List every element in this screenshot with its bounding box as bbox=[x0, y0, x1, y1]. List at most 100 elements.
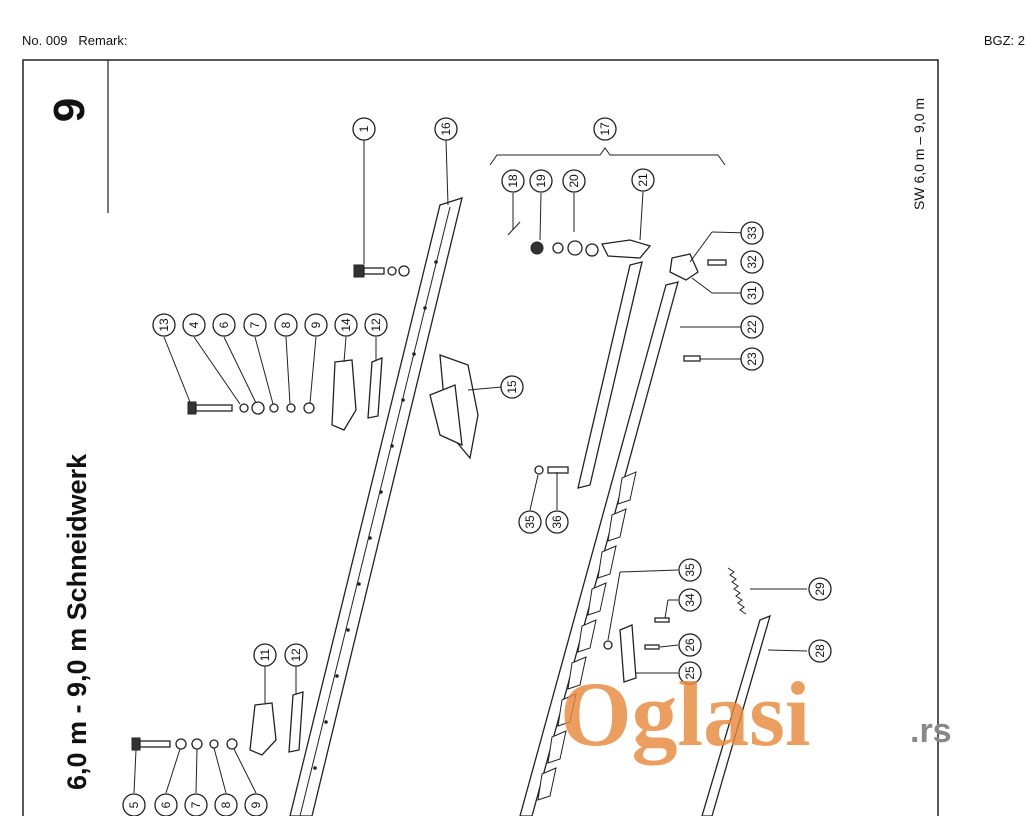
callout-31: 31 bbox=[740, 281, 764, 305]
knife-guard-lower bbox=[429, 384, 463, 447]
callout-36: 36 bbox=[545, 510, 569, 534]
callout-5: 5 bbox=[122, 793, 146, 816]
callout-number: 22 bbox=[745, 320, 759, 334]
callout-8: 8 bbox=[274, 313, 298, 337]
callout-number: 8 bbox=[219, 801, 233, 808]
bolt-head bbox=[353, 264, 365, 278]
callout-11: 11 bbox=[253, 643, 277, 667]
callout-number: 28 bbox=[813, 644, 827, 658]
page-title: 6,0 m - 9,0 m Schneidwerk bbox=[62, 453, 92, 790]
callout-22: 22 bbox=[740, 315, 764, 339]
bolt-shank bbox=[195, 404, 233, 412]
page-number: 9 bbox=[45, 98, 94, 122]
callout-18: 18 bbox=[501, 169, 525, 193]
callout-number: 16 bbox=[439, 122, 453, 136]
header-bgz: BGZ: 2 bbox=[983, 33, 1025, 48]
bolt-shank bbox=[139, 740, 171, 748]
callout-19: 19 bbox=[529, 169, 553, 193]
callout-number: 9 bbox=[249, 801, 263, 808]
group-bracket bbox=[489, 147, 726, 166]
callout-14: 14 bbox=[334, 313, 358, 337]
callout-16: 16 bbox=[434, 117, 458, 141]
knife-sections bbox=[537, 471, 637, 801]
callout-23: 23 bbox=[740, 347, 764, 371]
callout-number: 35 bbox=[683, 563, 697, 577]
watermark-brand: Oglasi bbox=[560, 663, 810, 765]
leader-lines bbox=[133, 139, 808, 794]
callout-number: 7 bbox=[248, 321, 262, 328]
callout-number: 13 bbox=[157, 318, 171, 332]
callout-number: 15 bbox=[505, 380, 519, 394]
pitman-bar bbox=[577, 261, 643, 489]
wear-plate-lower bbox=[288, 691, 304, 753]
callout-8: 8 bbox=[214, 793, 238, 816]
callout-29: 29 bbox=[808, 577, 832, 601]
callout-13: 13 bbox=[152, 313, 176, 337]
callout-number: 18 bbox=[506, 174, 520, 188]
callout-number: 6 bbox=[217, 321, 231, 328]
callout-21: 21 bbox=[631, 168, 655, 192]
callout-number: 31 bbox=[745, 286, 759, 300]
callout-33: 33 bbox=[740, 221, 764, 245]
callout-number: 9 bbox=[309, 321, 323, 328]
callout-15: 15 bbox=[500, 375, 524, 399]
callout-number: 6 bbox=[159, 801, 173, 808]
callout-number: 14 bbox=[339, 318, 353, 332]
clamp-plate bbox=[331, 359, 357, 431]
callout-number: 34 bbox=[683, 593, 697, 607]
callout-number: 21 bbox=[636, 173, 650, 187]
side-label: SW 6,0 m – 9,0 m bbox=[911, 98, 927, 210]
cutter-bar-edge bbox=[299, 206, 451, 816]
bolt-shank bbox=[363, 267, 385, 275]
callout-number: 29 bbox=[813, 582, 827, 596]
bushing-2 bbox=[585, 243, 599, 257]
callout-number: 12 bbox=[289, 648, 303, 662]
knife-back-bar bbox=[519, 281, 679, 816]
bolt-36 bbox=[547, 466, 569, 474]
callout-7: 7 bbox=[243, 313, 267, 337]
callout-34: 34 bbox=[678, 588, 702, 612]
callout-7: 7 bbox=[184, 793, 208, 816]
callout-number: 19 bbox=[534, 174, 548, 188]
callout-number: 5 bbox=[127, 801, 141, 808]
callout-number: 23 bbox=[745, 352, 759, 366]
cutter-bar-holes bbox=[313, 260, 438, 770]
callout-number: 32 bbox=[745, 255, 759, 269]
knife-section-25 bbox=[619, 624, 637, 683]
clamp-plate-lower bbox=[249, 702, 277, 756]
spring bbox=[727, 567, 747, 615]
callout-32: 32 bbox=[740, 250, 764, 274]
castle-nut bbox=[530, 241, 544, 255]
callout-number: 4 bbox=[187, 321, 201, 328]
guide-bar bbox=[701, 614, 771, 816]
wear-plate bbox=[367, 357, 383, 419]
callout-number: 25 bbox=[683, 666, 697, 680]
callout-9: 9 bbox=[304, 313, 328, 337]
callout-28: 28 bbox=[808, 639, 832, 663]
callout-26: 26 bbox=[678, 633, 702, 657]
callout-number: 35 bbox=[523, 515, 537, 529]
callout-25: 25 bbox=[678, 661, 702, 685]
callout-9: 9 bbox=[244, 793, 268, 816]
knife-head-plate bbox=[669, 253, 699, 281]
callout-number: 26 bbox=[683, 638, 697, 652]
callout-number: 20 bbox=[567, 174, 581, 188]
callout-1: 1 bbox=[352, 117, 376, 141]
cotter-pin bbox=[507, 221, 521, 236]
spring-washer bbox=[552, 242, 564, 254]
callout-12: 12 bbox=[284, 643, 308, 667]
callout-number: 7 bbox=[189, 801, 203, 808]
callout-number: 33 bbox=[745, 226, 759, 240]
header-number-remark: No. 009 Remark: bbox=[22, 33, 128, 48]
small-bolt bbox=[707, 259, 727, 266]
callout-6: 6 bbox=[154, 793, 178, 816]
callout-12: 12 bbox=[364, 313, 388, 337]
callout-number: 11 bbox=[258, 648, 272, 661]
callout-35: 35 bbox=[678, 558, 702, 582]
callout-number: 12 bbox=[369, 318, 383, 332]
callout-20: 20 bbox=[562, 169, 586, 193]
bolt-head bbox=[187, 401, 197, 415]
callout-number: 1 bbox=[357, 125, 371, 132]
watermark-suffix: .rs bbox=[910, 712, 952, 750]
